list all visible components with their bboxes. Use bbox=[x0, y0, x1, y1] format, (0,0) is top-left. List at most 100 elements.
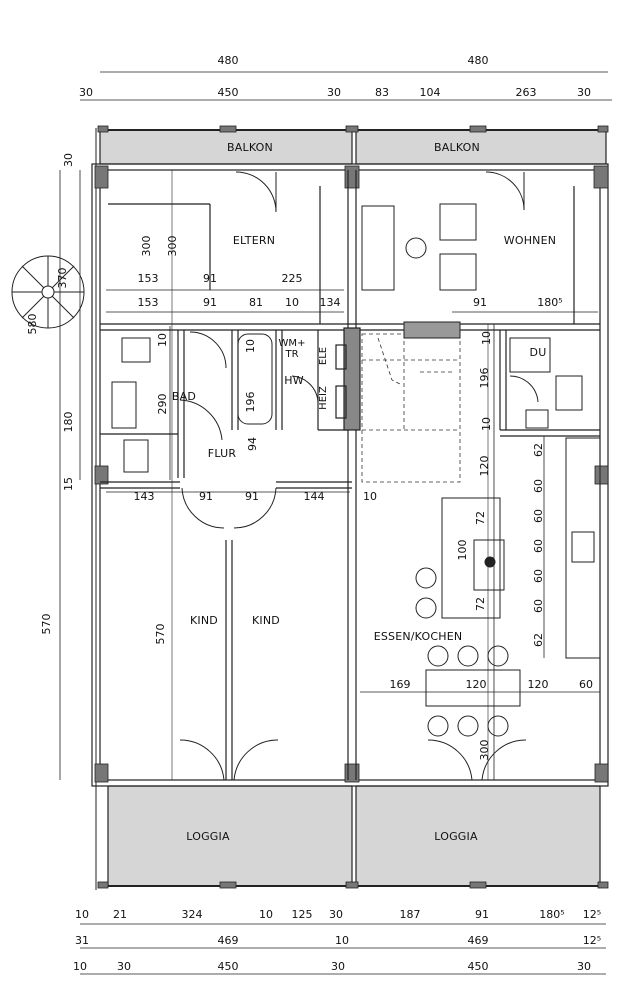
room-heiz: HEIZ bbox=[318, 386, 329, 410]
dim-top-detail-7: 30 bbox=[577, 86, 591, 99]
dim-table-2: 120 bbox=[466, 678, 487, 691]
dim-bath-3: 290 bbox=[156, 394, 169, 415]
dim-flur-3: 91 bbox=[245, 490, 259, 503]
spiral-stair bbox=[11, 255, 85, 329]
dim-flur-5: 10 bbox=[363, 490, 377, 503]
dim-bottom1-6: 30 bbox=[329, 908, 343, 921]
dim-kitchen-4: 60 bbox=[532, 539, 545, 553]
dim-top-overall-1: 480 bbox=[218, 54, 239, 67]
dim-eltern-row1-2: 91 bbox=[203, 272, 217, 285]
dim-top-detail-4: 83 bbox=[375, 86, 389, 99]
balkon-left-area bbox=[99, 129, 353, 165]
room-kind-right: KIND bbox=[252, 614, 280, 627]
room-flur: FLUR bbox=[208, 447, 237, 460]
dim-bottom3-3: 450 bbox=[218, 960, 239, 973]
dim-left-5: 570 bbox=[40, 614, 53, 635]
dim-top-detail-2: 450 bbox=[218, 86, 239, 99]
dim-kitchen-2: 60 bbox=[532, 479, 545, 493]
room-bad: BAD bbox=[172, 390, 196, 403]
dim-top-detail-3: 30 bbox=[327, 86, 341, 99]
dim-bottom1-4: 10 bbox=[259, 908, 273, 921]
dim-bath-1: 300 bbox=[166, 236, 179, 257]
room-kind-left: KIND bbox=[190, 614, 218, 627]
dim-bottom1-10: 12⁵ bbox=[583, 908, 601, 921]
dim-bottom3-1: 10 bbox=[73, 960, 87, 973]
dim-bottom3-4: 30 bbox=[331, 960, 345, 973]
dim-eltern-row2-2: 91 bbox=[203, 296, 217, 309]
dim-stair-2: 580 bbox=[26, 314, 39, 335]
room-hw: HW bbox=[284, 374, 304, 387]
dim-top-overall-2: 480 bbox=[468, 54, 489, 67]
dim-right-row-1: 91 bbox=[473, 296, 487, 309]
interior-walls bbox=[100, 170, 600, 780]
dim-bath-6: 94 bbox=[246, 437, 259, 451]
dim-kitchen-5: 60 bbox=[532, 569, 545, 583]
dim-top-detail-1: 30 bbox=[79, 86, 93, 99]
dim-flur-2: 91 bbox=[199, 490, 213, 503]
dim-kitchen-3: 60 bbox=[532, 509, 545, 523]
dim-bottom2-2: 469 bbox=[218, 934, 239, 947]
doors bbox=[179, 171, 539, 781]
dimension-labels: 480 480 30 450 30 83 104 263 30 30 300 1… bbox=[26, 54, 601, 973]
dim-kitchen-6: 60 bbox=[532, 599, 545, 613]
dim-stair-1: 370 bbox=[56, 268, 69, 289]
dim-kitchen-1: 62 bbox=[532, 443, 545, 457]
dim-island-2: 100 bbox=[456, 540, 469, 561]
dim-eltern-row1-3: 225 bbox=[282, 272, 303, 285]
room-wohnen: WOHNEN bbox=[504, 234, 556, 247]
dim-essen-vert: 300 bbox=[478, 740, 491, 761]
dim-island-3: 72 bbox=[474, 597, 487, 611]
dim-flur-1: 143 bbox=[134, 490, 155, 503]
dim-bath-5: 196 bbox=[244, 392, 257, 413]
dim-bottom1-9: 180⁵ bbox=[539, 908, 564, 921]
dim-eltern-row2-5: 134 bbox=[320, 296, 341, 309]
room-eltern: ELTERN bbox=[233, 234, 275, 247]
loggia-left-area bbox=[107, 785, 353, 887]
dim-bath-2: 10 bbox=[156, 333, 169, 347]
dim-island-1: 72 bbox=[474, 511, 487, 525]
loggia-right-area bbox=[355, 785, 601, 887]
dim-bottom1-1: 10 bbox=[75, 908, 89, 921]
room-ele: ELE bbox=[318, 347, 329, 365]
dim-right-row-2: 180⁵ bbox=[537, 296, 562, 309]
dim-table-1: 169 bbox=[390, 678, 411, 691]
dim-top-detail-5: 104 bbox=[420, 86, 441, 99]
dim-bottom3-5: 450 bbox=[468, 960, 489, 973]
room-du: DU bbox=[530, 346, 547, 359]
stair-landing bbox=[403, 321, 461, 339]
room-labels: BALKON BALKON ELTERN WOHNEN BAD HW WM+TR… bbox=[172, 141, 556, 843]
dim-eltern-row2-3: 81 bbox=[249, 296, 263, 309]
dim-kitchen-7: 62 bbox=[532, 633, 545, 647]
dim-bottom2-4: 469 bbox=[468, 934, 489, 947]
dim-bottom1-8: 91 bbox=[475, 908, 489, 921]
dim-du-2: 196 bbox=[478, 368, 491, 389]
balkon-right-area bbox=[355, 129, 607, 165]
dim-du-3: 10 bbox=[480, 417, 493, 431]
dim-bottom2-3: 10 bbox=[335, 934, 349, 947]
room-balkon-left: BALKON bbox=[227, 141, 273, 154]
room-essen-kochen: ESSEN/KOCHEN bbox=[374, 630, 463, 643]
dim-table-4: 60 bbox=[579, 678, 593, 691]
dim-kind: 570 bbox=[154, 624, 167, 645]
dim-left-3: 180 bbox=[62, 412, 75, 433]
dim-bottom1-7: 187 bbox=[400, 908, 421, 921]
dim-bottom1-2: 21 bbox=[113, 908, 127, 921]
dim-bottom3-6: 30 bbox=[577, 960, 591, 973]
dim-eltern-row1-1: 153 bbox=[138, 272, 159, 285]
dim-left-1: 30 bbox=[62, 153, 75, 167]
dim-bath-4: 10 bbox=[244, 339, 257, 353]
dim-eltern-row2-4: 10 bbox=[285, 296, 299, 309]
dimension-lines bbox=[59, 71, 612, 975]
dim-top-detail-6: 263 bbox=[516, 86, 537, 99]
dim-bottom1-5: 125 bbox=[292, 908, 313, 921]
dim-eltern-row2-1: 153 bbox=[138, 296, 159, 309]
room-loggia-left: LOGGIA bbox=[186, 830, 230, 843]
dim-bottom2-1: 31 bbox=[75, 934, 89, 947]
dim-bottom2-5: 12⁵ bbox=[583, 934, 601, 947]
room-balkon-right: BALKON bbox=[434, 141, 480, 154]
staircase bbox=[361, 333, 461, 483]
dim-bottom3-2: 30 bbox=[117, 960, 131, 973]
dim-du-4: 120 bbox=[478, 456, 491, 477]
dim-bottom1-3: 324 bbox=[182, 908, 203, 921]
